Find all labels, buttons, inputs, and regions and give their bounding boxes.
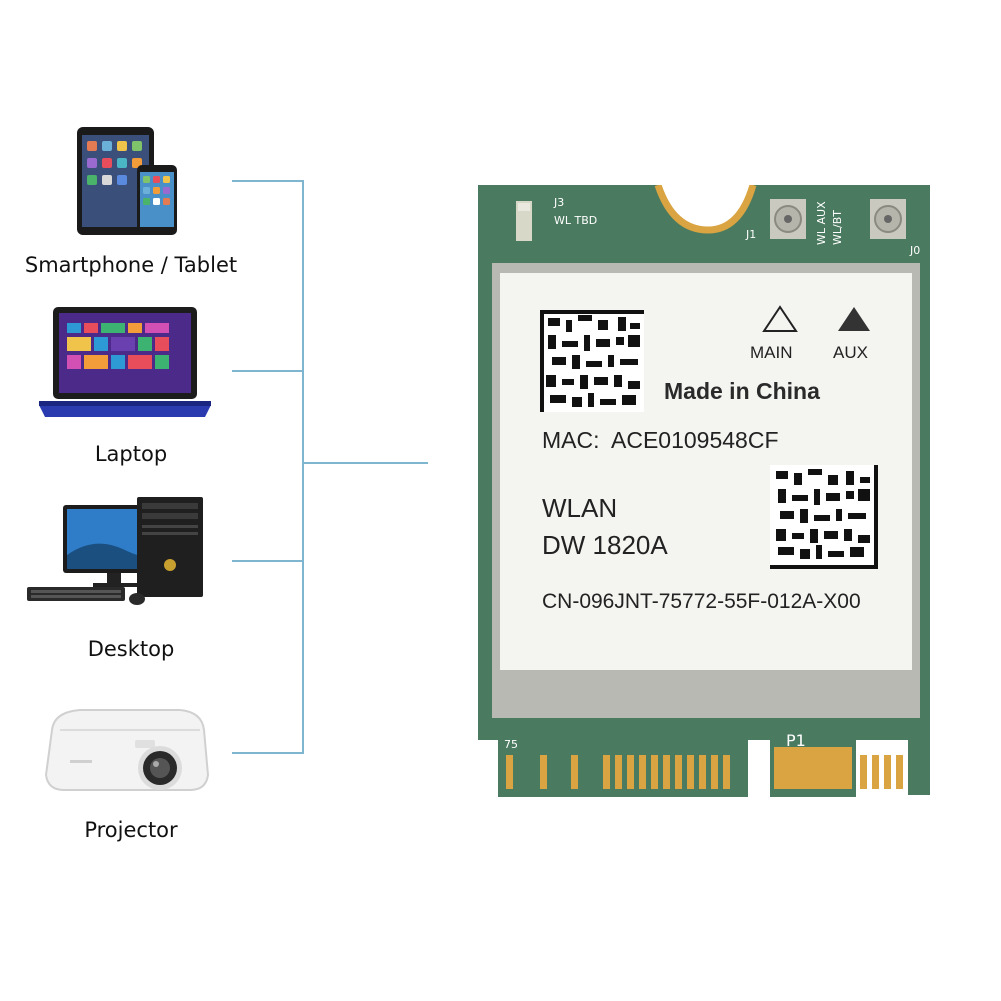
device-label-laptop: Laptop: [94, 442, 168, 466]
connector-branch-desktop: [232, 560, 303, 562]
desktop-icon: [25, 495, 215, 615]
label-part-number: CN-096JNT-75772-55F-012A-X00: [542, 590, 861, 613]
label-model: DW 1820A: [542, 530, 668, 560]
wifi-card: J3 WL TBD J1 WL AUX WL/BT J0 75 P1 1 MAI…: [478, 185, 930, 800]
label-wlan: WLAN: [542, 493, 618, 523]
connector-vertical-bus: [302, 180, 304, 754]
label-made-in: Made in China: [664, 378, 820, 404]
label-aux: AUX: [833, 343, 868, 362]
silk-j1: J1: [746, 228, 757, 241]
silk-j0: J0: [910, 244, 921, 257]
silk-pin-1: 1: [886, 738, 893, 751]
connector-branch-laptop: [232, 370, 303, 372]
silk-wl-tbd: WL TBD: [554, 214, 598, 227]
silk-pin-75: 75: [504, 738, 518, 751]
laptop-icon: [35, 305, 215, 420]
smartphone-tablet-icon: [75, 125, 185, 240]
device-label-desktop: Desktop: [87, 637, 175, 661]
connector-branch-smartphone: [232, 180, 303, 182]
silk-p1: P1: [786, 731, 806, 750]
connector-trunk: [302, 462, 428, 464]
device-label-smartphone: Smartphone / Tablet: [24, 253, 238, 277]
silk-wl-bt: WL/BT: [831, 210, 844, 245]
device-label-projector: Projector: [84, 818, 178, 842]
label-mac: MAC: ACE0109548CF: [542, 427, 779, 453]
label-main: MAIN: [750, 343, 793, 362]
silk-wl-aux: WL AUX: [815, 201, 828, 245]
projector-icon: [40, 700, 215, 800]
silk-j3: J3: [554, 196, 565, 209]
connector-branch-projector: [232, 752, 303, 754]
